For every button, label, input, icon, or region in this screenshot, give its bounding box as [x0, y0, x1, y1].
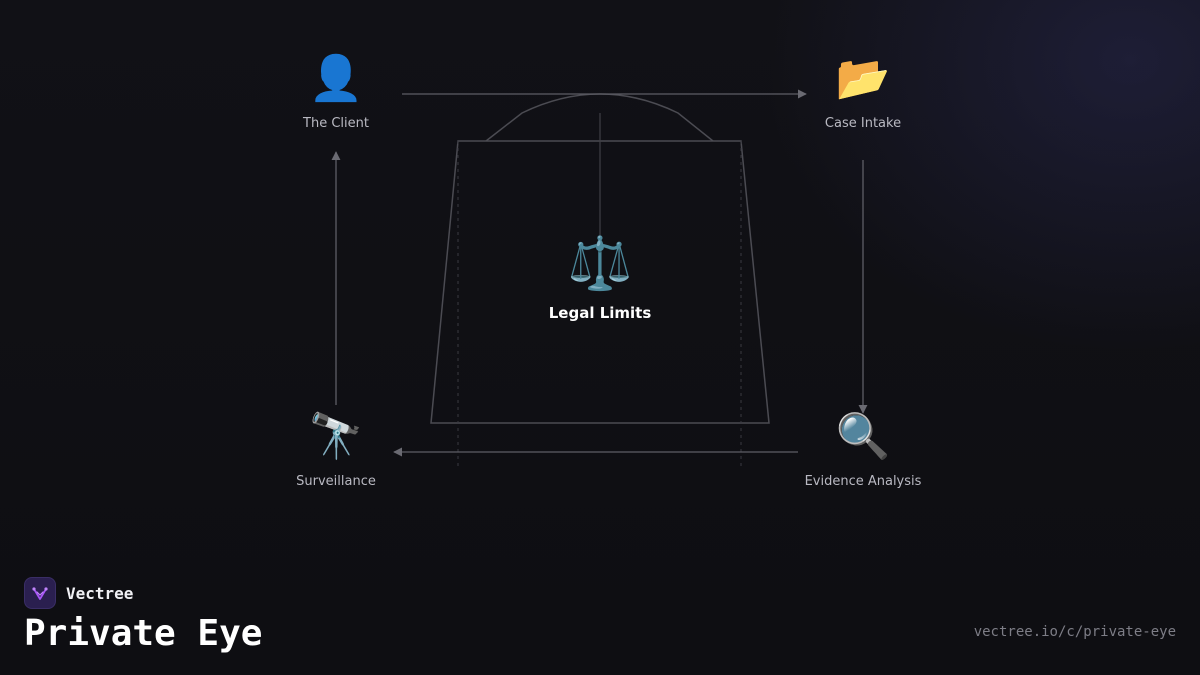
brand-name: Vectree: [66, 583, 134, 603]
open-folder-icon: 📂: [835, 53, 891, 104]
scales-icon: ⚖️: [567, 234, 633, 294]
center-label: Legal Limits: [548, 304, 652, 322]
node-label: Evidence Analysis: [804, 474, 922, 489]
magnifying-glass-icon: 🔍: [835, 411, 891, 462]
telescope-icon: 🔭: [308, 411, 364, 462]
node-label: Case Intake: [824, 116, 902, 131]
node-label: The Client: [303, 116, 369, 131]
node-evidence-analysis: 🔍 Evidence Analysis: [783, 411, 943, 490]
node-case-intake: 📂 Case Intake: [783, 53, 943, 132]
node-the-client: 👤 The Client: [256, 53, 416, 132]
page-url[interactable]: vectree.io/c/private-eye: [973, 624, 1176, 640]
node-label: Surveillance: [296, 474, 376, 489]
node-surveillance: 🔭 Surveillance: [256, 411, 416, 490]
boundary-guides: [457, 141, 742, 466]
page-title: Private Eye: [24, 613, 263, 654]
person-icon: 👤: [308, 53, 364, 104]
vectree-logo-icon: [24, 577, 56, 609]
brand[interactable]: Vectree: [24, 577, 133, 609]
node-legal-limits: ⚖️ Legal Limits: [500, 234, 700, 322]
